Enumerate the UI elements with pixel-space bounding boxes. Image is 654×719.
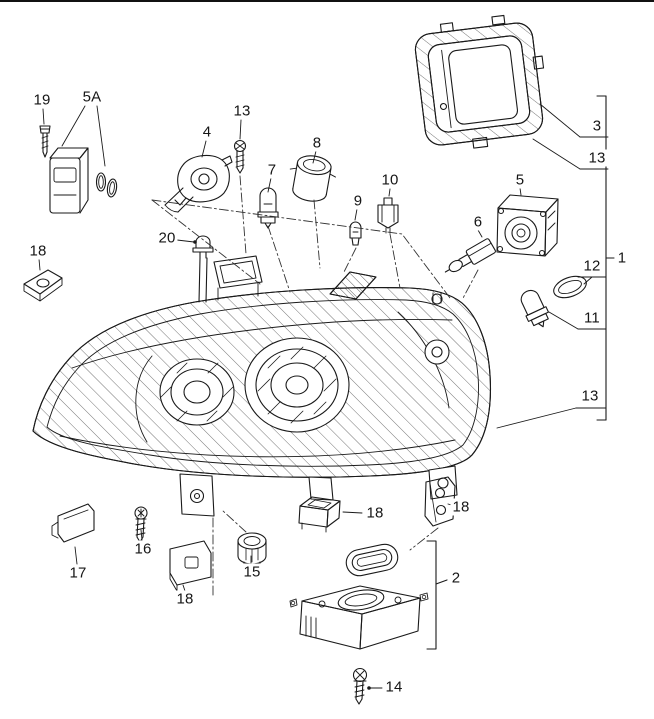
callout-9[interactable]: 9	[351, 192, 365, 210]
part-8-bulb-carrier	[289, 155, 336, 202]
callout-2[interactable]: 2	[449, 569, 463, 587]
part-7-bulb	[257, 187, 279, 229]
callout-5a[interactable]: 5A	[80, 88, 104, 106]
part-2-control-unit	[289, 585, 429, 650]
callout-13-top[interactable]: 13	[231, 102, 253, 120]
callout-18-mid[interactable]: 18	[364, 504, 386, 522]
callout-17[interactable]: 17	[67, 564, 89, 582]
part-18-plate-bottom	[169, 540, 212, 592]
part-18-bracket-right	[424, 476, 456, 527]
part-9-bulb	[349, 221, 362, 246]
callout-8[interactable]: 8	[310, 134, 324, 152]
part-11-bulb	[520, 289, 550, 328]
callout-6[interactable]: 6	[471, 213, 485, 231]
part-3-trim-frame	[414, 14, 545, 149]
callout-13-right[interactable]: 13	[586, 149, 608, 167]
callout-3[interactable]: 3	[590, 117, 604, 135]
callout-18-bottom[interactable]: 18	[174, 590, 196, 608]
part-17-bracket	[51, 503, 95, 543]
callout-5[interactable]: 5	[513, 171, 527, 189]
callout-14[interactable]: 14	[383, 678, 405, 696]
part-10-bulb-holder	[377, 197, 399, 234]
part-5-igniter-unit	[496, 194, 559, 257]
headlight-assembly	[32, 255, 491, 517]
part-12-retaining-ring	[553, 275, 587, 299]
part-16-screw	[134, 506, 148, 543]
part-14-screw	[352, 667, 368, 705]
callout-20[interactable]: 20	[156, 229, 178, 247]
callout-10[interactable]: 10	[379, 171, 401, 189]
callout-11[interactable]: 11	[582, 309, 602, 327]
callout-18-right[interactable]: 18	[450, 498, 472, 516]
part-18-clip-mid	[298, 496, 341, 533]
part-19-screw	[39, 125, 51, 158]
part-18-bracket-left	[23, 269, 63, 302]
callout-7[interactable]: 7	[265, 161, 279, 179]
part-13-screw-top	[233, 139, 247, 174]
group-brace-2	[426, 540, 448, 650]
callout-15[interactable]: 15	[241, 563, 263, 581]
callout-16[interactable]: 16	[132, 540, 154, 558]
leader-lines	[38, 103, 609, 690]
top-border	[0, 0, 654, 2]
part-6-bulb	[444, 238, 496, 273]
callout-18-left[interactable]: 18	[27, 242, 49, 260]
callout-19[interactable]: 19	[31, 91, 53, 109]
callout-1[interactable]: 1	[615, 249, 629, 267]
part-4-bulb-holder	[164, 154, 233, 213]
construction-lines	[151, 175, 479, 597]
callout-13-lens[interactable]: 13	[579, 387, 601, 405]
part-2-gasket	[345, 543, 399, 577]
part-5a-module	[49, 147, 118, 214]
callout-12[interactable]: 12	[581, 257, 603, 275]
callout-4[interactable]: 4	[200, 123, 214, 141]
